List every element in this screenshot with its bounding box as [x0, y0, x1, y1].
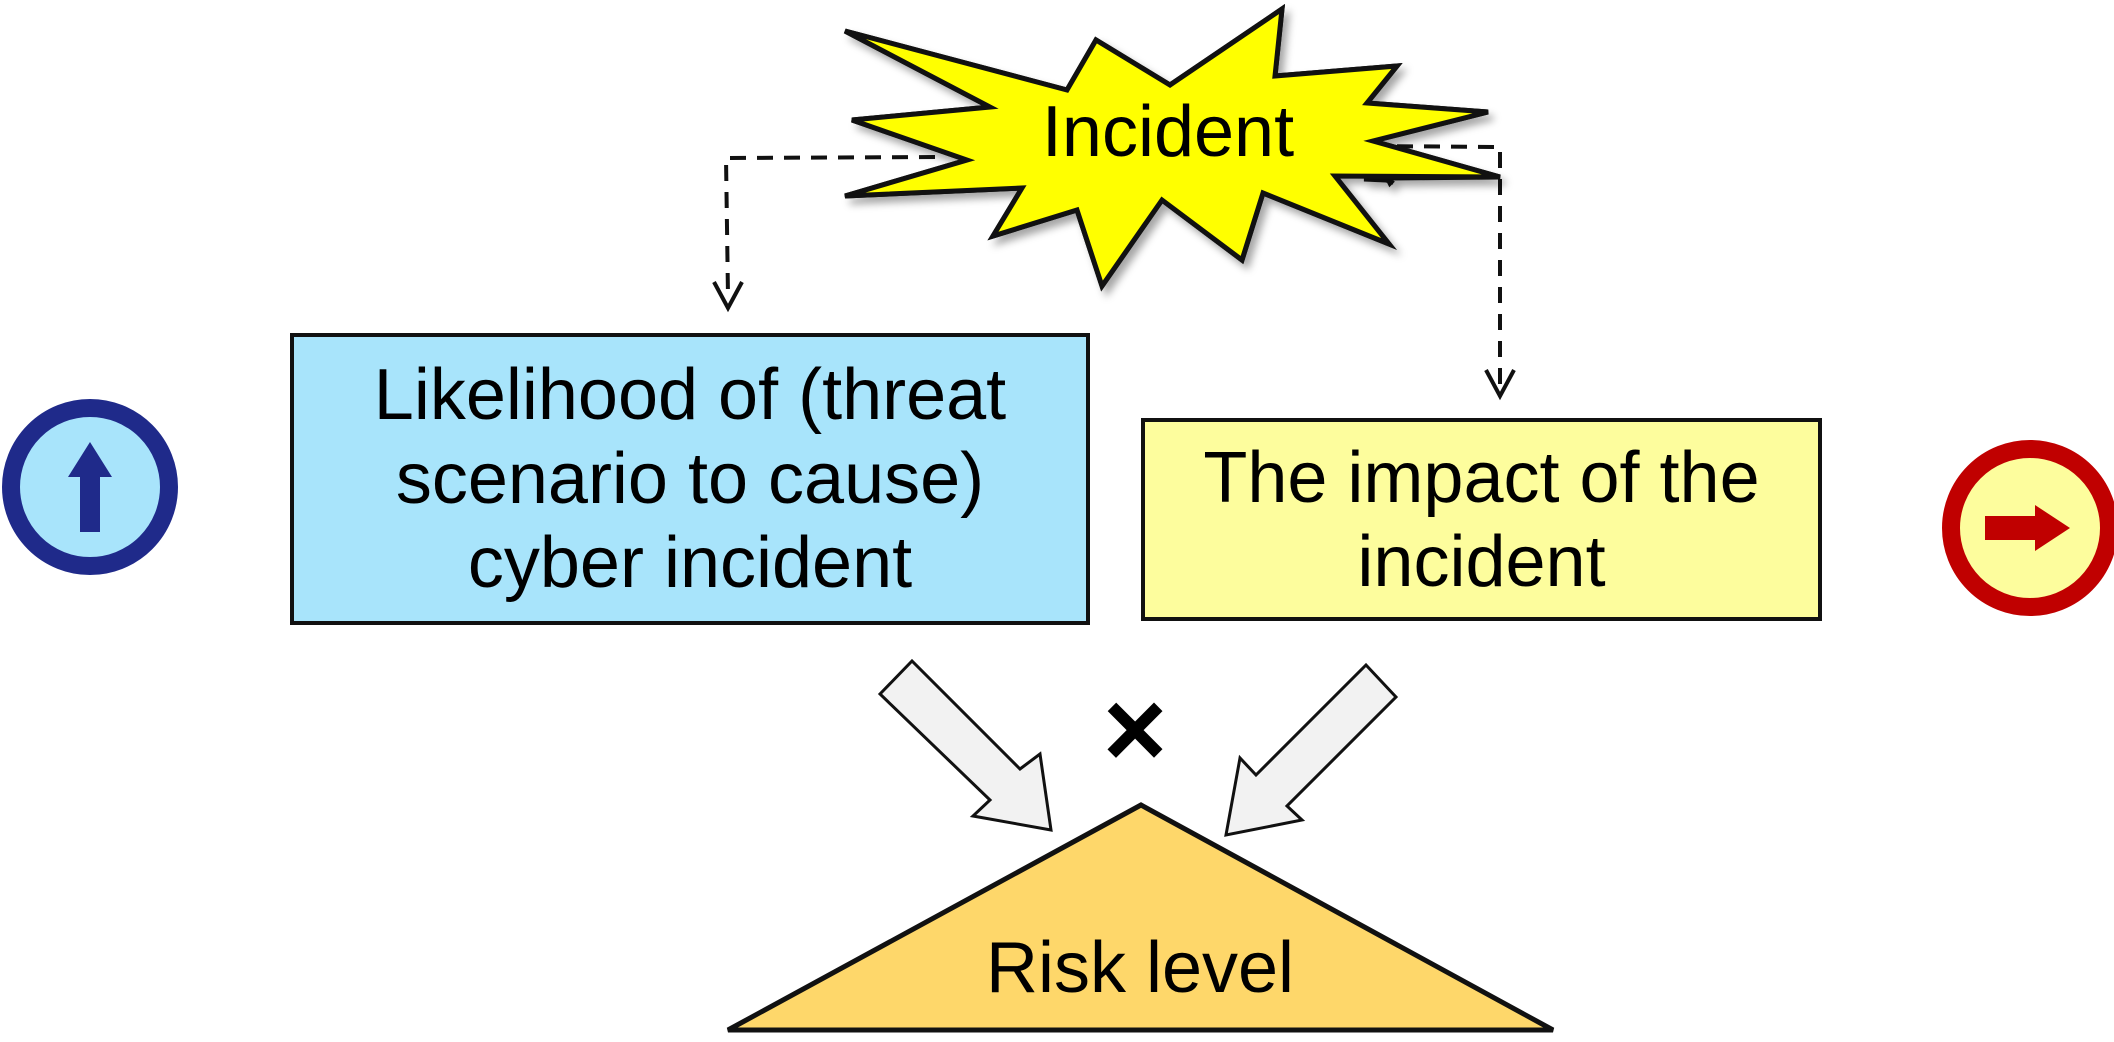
incident-starburst-shape	[843, 3, 1501, 292]
risk-level-label: Risk level	[985, 928, 1295, 1008]
likelihood-box: Likelihood of (threat scenario to cause)…	[290, 333, 1090, 625]
multiplication-sign: ×	[1102, 668, 1168, 791]
impact-line-1: The impact of the	[1203, 437, 1760, 518]
likelihood-line-1: Likelihood of (threat	[373, 355, 1007, 435]
risk-level-triangle	[726, 802, 1555, 1033]
incident-label: Incident	[1041, 92, 1295, 172]
impact-box: The impact of the incident	[1141, 418, 1822, 621]
dashed-arrowhead-right	[1484, 369, 1516, 401]
right-arrow-circle-icon	[1942, 440, 2114, 616]
likelihood-line-3: cyber incident	[467, 523, 913, 603]
up-arrow-circle-icon	[2, 399, 178, 575]
impact-line-2: incident	[1357, 521, 1606, 602]
dashed-arrowhead-left	[712, 281, 744, 313]
dashed-connector-left	[723, 155, 936, 297]
likelihood-line-2: scenario to cause)	[395, 439, 985, 519]
diagonal-down-arrow-icon-right	[1224, 662, 1399, 837]
diagonal-down-arrow-icon-left	[877, 658, 1053, 832]
